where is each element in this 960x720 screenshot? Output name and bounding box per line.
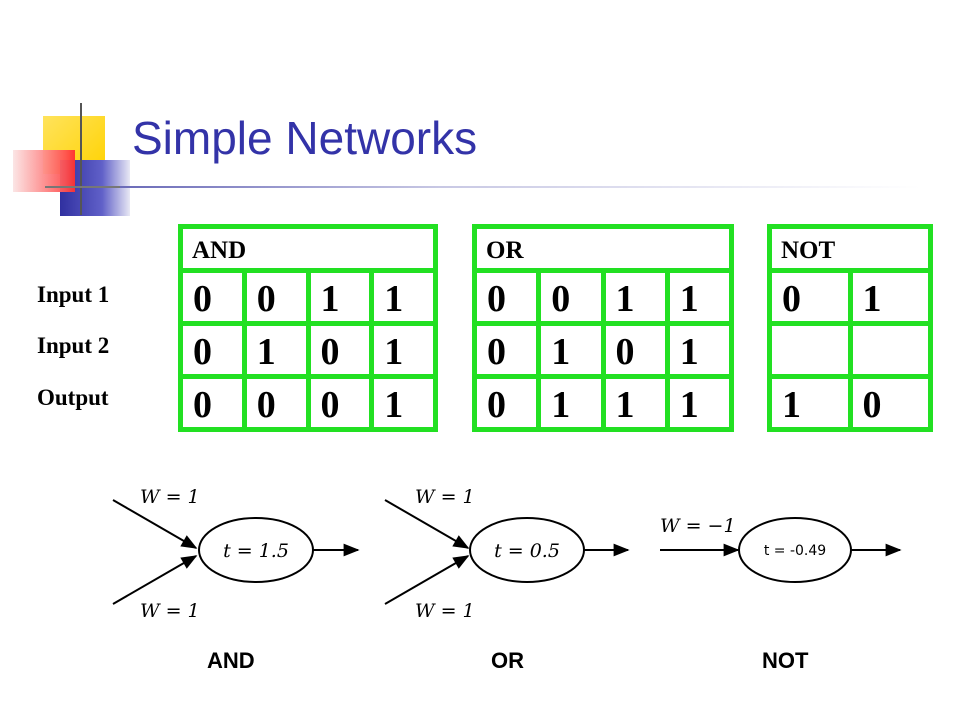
weight-label: W = 1 (415, 600, 475, 622)
input-arrow-2 (384, 555, 470, 605)
table-cell: 0 (852, 379, 928, 427)
threshold-label: t = 0.5 (494, 540, 560, 562)
table-cell: 1 (310, 273, 370, 321)
network-or: W = 1 W = 1 t = 0.5 (384, 486, 630, 622)
table-cell: 0 (183, 326, 242, 374)
network-and: W = 1 W = 1 t = 1.5 (112, 486, 360, 622)
table-cell: 1 (669, 273, 729, 321)
weight-label: W = 1 (140, 600, 200, 622)
table-header: NOT (772, 229, 928, 268)
table-cell: 0 (772, 273, 848, 321)
weight-label: W = 1 (415, 486, 475, 508)
table-cell (772, 326, 848, 374)
deco-red-square (13, 150, 75, 192)
row-label-input-2: Input 2 (37, 333, 110, 358)
input-arrow-1 (384, 499, 470, 549)
table-cell: 1 (669, 379, 729, 427)
caption-or: OR (491, 648, 524, 673)
table-cell: 1 (605, 379, 665, 427)
table-cell: 1 (541, 326, 601, 374)
table-cell (852, 326, 928, 374)
table-cell: 1 (374, 379, 433, 427)
table-cell: 0 (605, 326, 665, 374)
table-cell: 0 (310, 326, 370, 374)
table-cell: 0 (477, 273, 537, 321)
table-cell: 1 (605, 273, 665, 321)
caption-and: AND (207, 648, 255, 673)
table-cell: 0 (246, 273, 306, 321)
table-cell: 0 (310, 379, 370, 427)
table-cell: 1 (852, 273, 928, 321)
caption-not: NOT (762, 648, 809, 673)
table-cell: 0 (183, 273, 242, 321)
table-header: AND (183, 229, 433, 268)
deco-vertical-line (80, 103, 82, 215)
input-arrow-1 (112, 499, 198, 549)
table-cell: 0 (477, 379, 537, 427)
table-cell: 1 (541, 379, 601, 427)
weight-label: W = −1 (660, 515, 736, 537)
threshold-label: t = 1.5 (223, 540, 289, 562)
network-not: W = −1 t = -0.49 (660, 515, 902, 583)
weight-label: W = 1 (140, 486, 200, 508)
row-label-input-1: Input 1 (37, 282, 110, 307)
table-cell: 1 (374, 326, 433, 374)
table-header: OR (477, 229, 729, 268)
table-cell: 0 (541, 273, 601, 321)
slide-title: Simple Networks (132, 112, 478, 164)
table-cell: 1 (772, 379, 848, 427)
title-underline (120, 186, 920, 188)
input-arrow-2 (112, 555, 198, 605)
row-label-output: Output (37, 385, 109, 410)
table-cell: 0 (183, 379, 242, 427)
table-cell: 1 (246, 326, 306, 374)
threshold-label: t = -0.49 (764, 543, 826, 559)
table-cell: 1 (669, 326, 729, 374)
deco-horizontal-line (45, 186, 165, 188)
table-cell: 1 (374, 273, 433, 321)
table-cell: 0 (477, 326, 537, 374)
table-cell: 0 (246, 379, 306, 427)
